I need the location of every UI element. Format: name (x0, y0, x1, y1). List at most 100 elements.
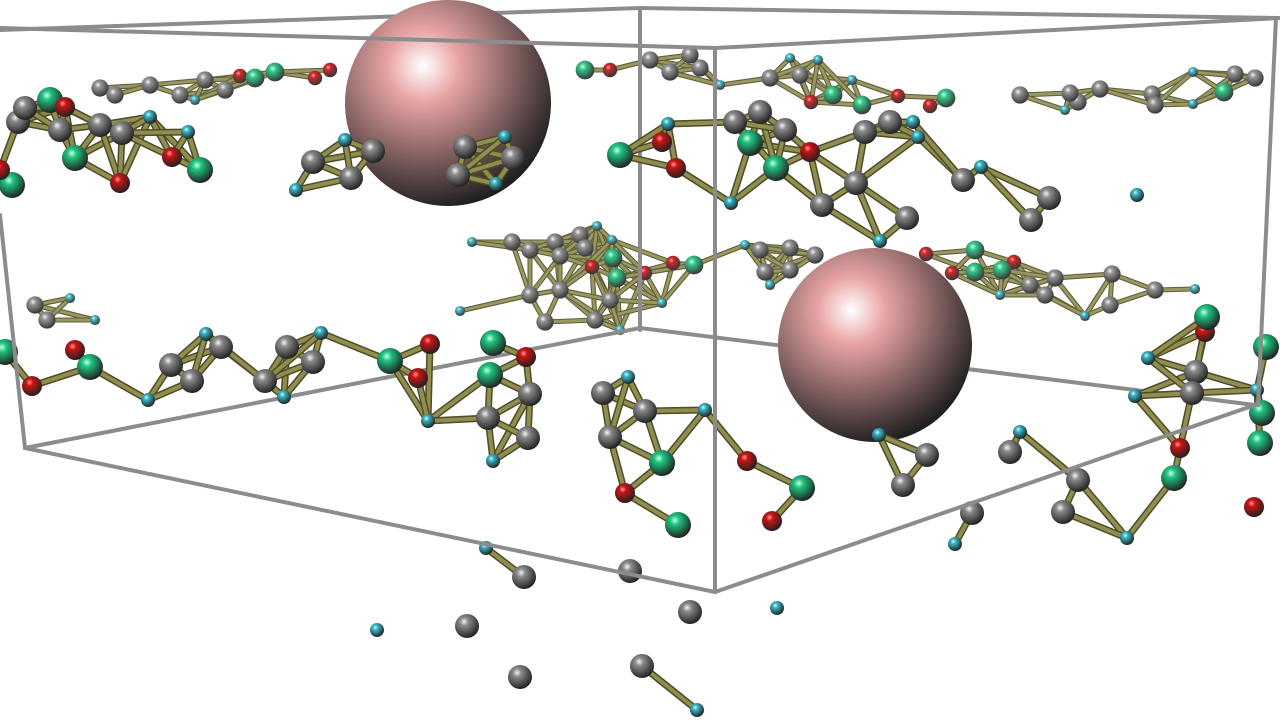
carbon-atom (598, 425, 622, 449)
carbon-atom (601, 291, 619, 309)
hydrogen-atom (181, 125, 195, 139)
carbon-atom (339, 166, 363, 190)
carbon-atom (723, 110, 747, 134)
bond-highlight (703, 408, 749, 463)
oxygen-atom (584, 259, 600, 275)
oxygen-atom (322, 62, 338, 78)
hydrogen-atom (1187, 66, 1199, 78)
oxygen-atom (408, 368, 428, 388)
carbon-atom (591, 381, 615, 405)
oxygen-atom (516, 347, 536, 367)
hydrogen-atom (784, 52, 796, 64)
carbon-atom (1037, 186, 1061, 210)
carbon-atom (196, 71, 214, 89)
boron-atom (607, 142, 633, 168)
carbon-atom (216, 81, 234, 99)
carbon-atom (546, 233, 564, 251)
carbon-atom (878, 110, 902, 134)
background-layers (26, 46, 1264, 336)
carbon-atom (48, 118, 72, 142)
carbon-atom (518, 382, 542, 406)
carbon-atom (781, 239, 799, 257)
hydrogen-atom (64, 292, 76, 304)
carbon-atom (503, 233, 521, 251)
bond-highlight (148, 78, 207, 87)
carbon-atom (171, 86, 189, 104)
carbon-atom (476, 406, 500, 430)
carbon-atom (1226, 65, 1244, 83)
bond-highlight (1076, 478, 1129, 540)
oxygen-atom (1244, 497, 1264, 517)
boron-atom (737, 130, 763, 156)
carbon-atom (521, 286, 539, 304)
carbon-atom (88, 113, 112, 137)
oxygen-atom (307, 70, 323, 86)
oxygen-atom (1170, 438, 1190, 458)
carbon-atom (91, 79, 109, 97)
pore-sphere (778, 248, 972, 442)
bond-highlight (950, 271, 1002, 297)
hydrogen-atom (873, 234, 887, 248)
boron-atom (607, 268, 627, 288)
boron-atom (77, 354, 103, 380)
boron-atom (965, 240, 985, 260)
carbon-atom (576, 239, 594, 257)
hydrogen-atom (846, 74, 858, 86)
carbon-atom (536, 313, 554, 331)
bond-highlight (1018, 430, 1080, 482)
hydrogen-atom (770, 601, 784, 615)
unit-cell-edge (713, 16, 1280, 50)
hydrogen-atom (994, 289, 1006, 301)
carbon-atom (521, 241, 539, 259)
carbon-atom (844, 171, 868, 195)
hydrogen-atom (739, 239, 751, 251)
hydrogen-atom (621, 370, 635, 384)
unit-cell-edge (0, 6, 642, 32)
hydrogen-atom (606, 234, 618, 246)
oxygen-atom (1006, 254, 1022, 270)
hydrogen-atom (948, 537, 962, 551)
boron-atom (1253, 334, 1279, 360)
boron-atom (1161, 465, 1187, 491)
bond-highlight (470, 240, 532, 252)
boron-atom (377, 348, 403, 374)
carbon-atom (301, 350, 325, 374)
hydrogen-atom (698, 403, 712, 417)
hydrogen-atom (1059, 104, 1071, 116)
hydrogen-atom (974, 160, 988, 174)
carbon-atom (38, 311, 56, 329)
hydrogen-atom (812, 54, 824, 66)
carbon-atom (1091, 80, 1109, 98)
oxygen-atom (420, 334, 440, 354)
bond-highlight (510, 240, 532, 297)
boron-atom (789, 475, 815, 501)
oxygen-atom (666, 158, 686, 178)
hydrogen-atom (656, 297, 668, 309)
bond-highlight (1133, 394, 1182, 450)
bond-highlight (593, 301, 664, 322)
hydrogen-atom (1013, 425, 1027, 439)
carbon-atom (455, 614, 479, 638)
boron-atom (1214, 82, 1234, 102)
hydrogen-atom (189, 94, 201, 106)
carbon-atom (1246, 69, 1264, 87)
boron-atom (936, 88, 956, 108)
unit-cell-edge (23, 326, 642, 450)
hydrogen-atom (1130, 188, 1144, 202)
bond-highlight (1053, 272, 1114, 280)
oxygen-atom (922, 98, 938, 114)
carbon-atom (756, 263, 774, 281)
carbon-atom (691, 59, 709, 77)
bond-highlight (458, 293, 532, 313)
hydrogen-atom (89, 314, 101, 326)
carbon-atom (26, 296, 44, 314)
boron-atom (823, 85, 843, 105)
carbon-atom (853, 120, 877, 144)
carbon-atom (1046, 269, 1064, 287)
hydrogen-atom (1189, 283, 1201, 295)
hydrogen-atom (872, 428, 886, 442)
carbon-atom (998, 440, 1022, 464)
carbon-atom (508, 665, 532, 689)
carbon-atom (1103, 265, 1121, 283)
hydrogen-atom (764, 279, 776, 291)
